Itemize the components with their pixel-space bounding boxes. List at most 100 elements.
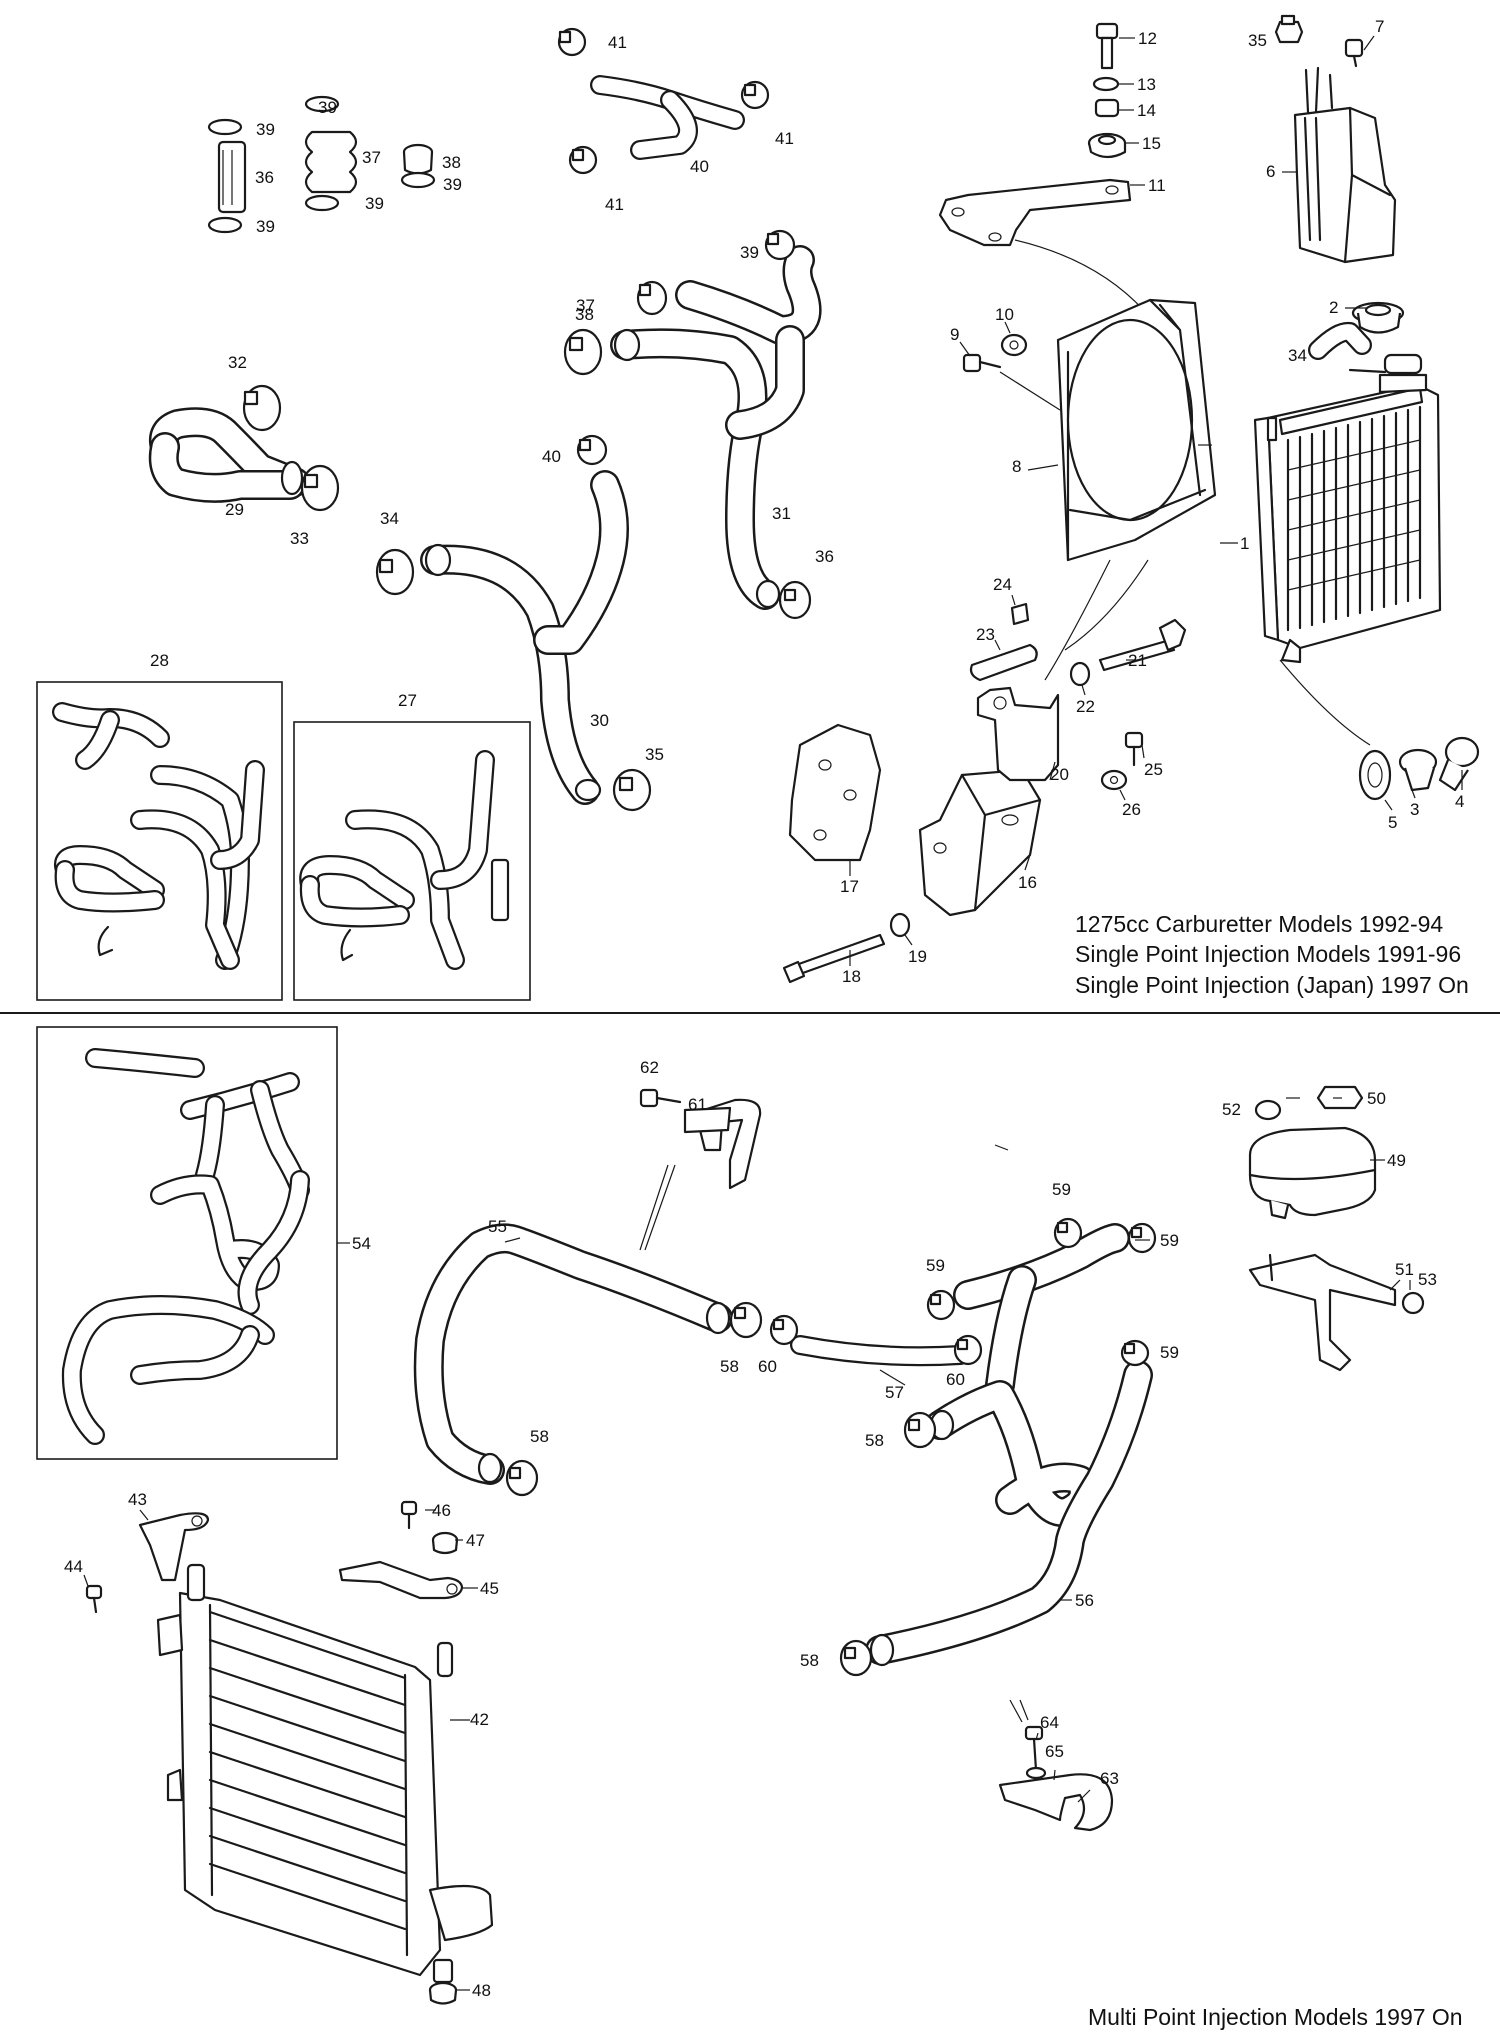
svg-text:25: 25 xyxy=(1144,760,1163,779)
svg-text:10: 10 xyxy=(995,305,1014,324)
svg-text:5: 5 xyxy=(1388,813,1397,832)
svg-text:64: 64 xyxy=(1040,1713,1059,1732)
svg-text:30: 30 xyxy=(590,711,609,730)
svg-text:46: 46 xyxy=(432,1501,451,1520)
bolt-12 xyxy=(1095,22,1119,70)
svg-text:58: 58 xyxy=(720,1357,739,1376)
caption-lower: Multi Point Injection Models 1997 On xyxy=(1088,2004,1463,2030)
svg-text:58: 58 xyxy=(800,1651,819,1670)
svg-text:19: 19 xyxy=(908,947,927,966)
svg-text:56: 56 xyxy=(1075,1591,1094,1610)
hose-56 xyxy=(865,1223,1153,1667)
svg-text:48: 48 xyxy=(472,1981,491,2000)
svg-text:63: 63 xyxy=(1100,1769,1119,1788)
svg-text:61: 61 xyxy=(688,1095,707,1114)
svg-text:52: 52 xyxy=(1222,1100,1241,1119)
svg-text:29: 29 xyxy=(225,500,244,519)
plug-24 xyxy=(1010,602,1030,626)
hose-36 xyxy=(217,140,247,214)
grommet-47 xyxy=(431,1531,459,1555)
svg-text:34: 34 xyxy=(1288,346,1307,365)
washer-65 xyxy=(1025,1766,1047,1780)
radiator-42 xyxy=(156,1563,494,1984)
svg-text:Single Point Injection (Japan): Single Point Injection (Japan) 1997 On xyxy=(1075,972,1469,998)
svg-text:40: 40 xyxy=(690,157,709,176)
spacer-23 xyxy=(969,643,1038,682)
hose-clip xyxy=(505,1217,1157,1677)
bolt-25 xyxy=(1124,731,1144,767)
svg-text:4: 4 xyxy=(1455,792,1464,811)
svg-text:59: 59 xyxy=(1160,1231,1179,1250)
svg-text:41: 41 xyxy=(775,129,794,148)
nut-26 xyxy=(1100,769,1128,791)
hose-30 xyxy=(420,470,629,805)
hose-40 xyxy=(590,75,745,160)
svg-text:59: 59 xyxy=(1052,1180,1071,1199)
hose-55 xyxy=(413,1223,733,1485)
svg-text:14: 14 xyxy=(1137,101,1156,120)
filler-cap-2 xyxy=(1351,301,1405,334)
bolt-21 xyxy=(1098,618,1187,672)
gasket-5 xyxy=(1358,749,1392,801)
nut-52 xyxy=(1254,1099,1282,1121)
svg-text:55: 55 xyxy=(488,1217,507,1236)
bracket-20 xyxy=(976,686,1060,782)
svg-text:49: 49 xyxy=(1387,1151,1406,1170)
bracket-17 xyxy=(788,723,882,862)
svg-text:34: 34 xyxy=(380,509,399,528)
hose-31 xyxy=(610,245,822,610)
bolt-64 xyxy=(1024,1725,1044,1772)
svg-text:38: 38 xyxy=(575,305,594,324)
svg-text:37: 37 xyxy=(362,148,381,167)
svg-text:59: 59 xyxy=(926,1256,945,1275)
svg-text:33: 33 xyxy=(290,529,309,548)
kit-box-28 xyxy=(36,681,283,1001)
svg-text:60: 60 xyxy=(758,1357,777,1376)
caption-upper: 1275cc Carburetter Models 1992-94 Single… xyxy=(1075,911,1469,998)
bolt-44 xyxy=(85,1584,103,1614)
connector-38 xyxy=(402,143,434,175)
radiator-1 xyxy=(1253,353,1442,664)
nut-53 xyxy=(1401,1291,1425,1315)
housing-4 xyxy=(1438,736,1480,792)
svg-text:42: 42 xyxy=(470,1710,489,1729)
svg-text:45: 45 xyxy=(480,1579,499,1598)
hose-clip xyxy=(207,27,812,812)
svg-text:2: 2 xyxy=(1329,298,1338,317)
svg-text:39: 39 xyxy=(443,175,462,194)
svg-text:31: 31 xyxy=(772,504,791,523)
bracket-45 xyxy=(338,1560,464,1600)
svg-text:51: 51 xyxy=(1395,1260,1414,1279)
svg-text:44: 44 xyxy=(64,1557,83,1576)
svg-text:57: 57 xyxy=(885,1383,904,1402)
bracket-43 xyxy=(138,1512,210,1582)
svg-text:59: 59 xyxy=(1160,1343,1179,1362)
svg-text:22: 22 xyxy=(1076,697,1095,716)
svg-text:35: 35 xyxy=(1248,31,1267,50)
svg-text:24: 24 xyxy=(993,575,1012,594)
bellows-37 xyxy=(304,130,358,194)
svg-text:21: 21 xyxy=(1128,651,1147,670)
clip-35 xyxy=(1274,14,1304,44)
svg-text:13: 13 xyxy=(1137,75,1156,94)
svg-text:Single Point Injection Models: Single Point Injection Models 1991-96 xyxy=(1075,941,1461,967)
svg-text:39: 39 xyxy=(256,120,275,139)
fan-cowling-8 xyxy=(1056,298,1217,562)
svg-text:7: 7 xyxy=(1375,17,1384,36)
svg-text:65: 65 xyxy=(1045,1742,1064,1761)
kit-54-hoses xyxy=(61,1048,310,1445)
svg-text:1275cc Carburetter Models 1992: 1275cc Carburetter Models 1992-94 xyxy=(1075,911,1443,937)
grommet-48 xyxy=(428,1981,458,2005)
bolt-62 xyxy=(639,1088,682,1108)
hose-29 xyxy=(148,407,310,503)
kit-27-hoses xyxy=(299,750,510,970)
svg-text:9: 9 xyxy=(950,325,959,344)
svg-text:18: 18 xyxy=(842,967,861,986)
bolt-9 xyxy=(962,353,1002,373)
svg-text:37: 37 xyxy=(576,296,595,315)
svg-text:43: 43 xyxy=(128,1490,147,1509)
svg-text:54: 54 xyxy=(352,1234,371,1253)
svg-text:27: 27 xyxy=(398,691,417,710)
bracket-51 xyxy=(1248,1253,1397,1372)
